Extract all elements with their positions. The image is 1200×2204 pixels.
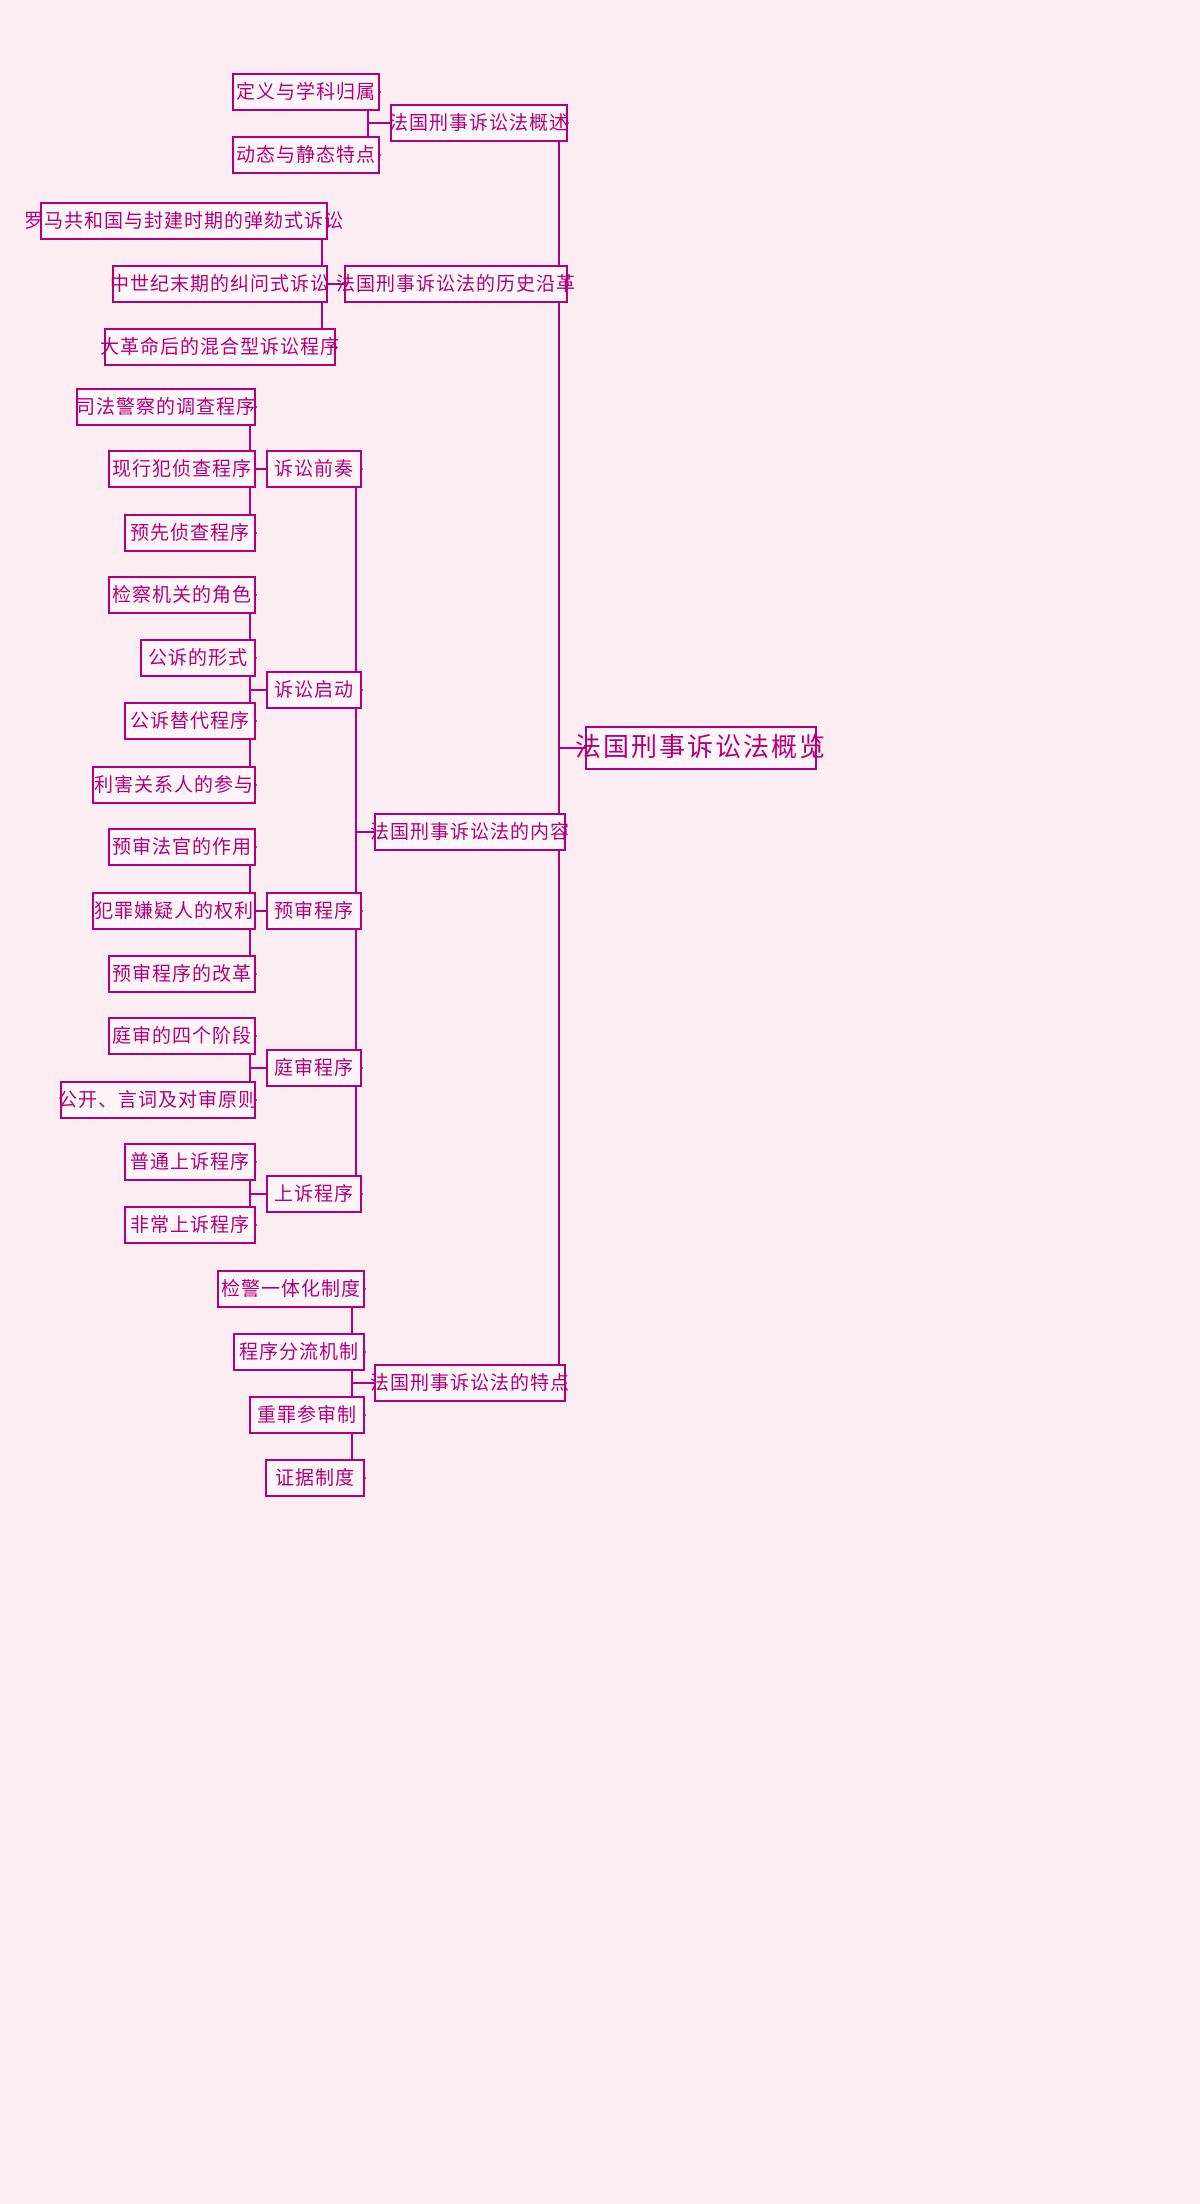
leaf-node-1-2[interactable]: 大革命后的混合型诉讼程序 (100, 328, 339, 366)
leaf-node-3-2[interactable]: 重罪参审制 (249, 1396, 365, 1434)
branch-node-2[interactable]: 法国刑事诉讼法的内容 (370, 813, 569, 851)
leaf-node-1-1[interactable]: 中世纪末期的纠问式诉讼 (110, 265, 329, 303)
subgroup-node-2-0[interactable]: 诉讼前奏 (266, 450, 362, 488)
leaf-node-2-3-0[interactable]: 庭审的四个阶段 (108, 1017, 256, 1055)
leaf-node-0-0[interactable]: 定义与学科归属 (232, 73, 380, 111)
leaf-node-2-4-0[interactable]: 普通上诉程序 (124, 1143, 256, 1181)
leaf-node-1-0[interactable]: 罗马共和国与封建时期的弹劾式诉讼 (24, 202, 343, 240)
subgroup-node-2-1[interactable]: 诉讼启动 (266, 671, 362, 709)
branch-node-0[interactable]: 法国刑事诉讼法概述 (389, 104, 568, 142)
leaf-node-3-3[interactable]: 证据制度 (265, 1459, 365, 1497)
root-node[interactable]: 法国刑事诉讼法概览 (575, 726, 825, 770)
leaf-node-2-0-2[interactable]: 预先侦查程序 (124, 514, 256, 552)
leaf-node-2-4-1[interactable]: 非常上诉程序 (124, 1206, 256, 1244)
leaf-node-2-3-1[interactable]: 公开、言词及对审原则 (58, 1081, 257, 1119)
leaf-node-2-1-2[interactable]: 公诉替代程序 (124, 702, 256, 740)
subgroup-node-2-4[interactable]: 上诉程序 (266, 1175, 362, 1213)
leaf-node-2-1-1[interactable]: 公诉的形式 (140, 639, 256, 677)
subgroup-node-2-2[interactable]: 预审程序 (266, 892, 362, 930)
leaf-node-2-2-1[interactable]: 犯罪嫌疑人的权利 (92, 892, 256, 930)
branch-node-1[interactable]: 法国刑事诉讼法的历史沿革 (336, 265, 575, 303)
leaf-node-2-1-0[interactable]: 检察机关的角色 (108, 576, 256, 614)
leaf-node-2-0-1[interactable]: 现行犯侦查程序 (108, 450, 256, 488)
leaf-node-3-1[interactable]: 程序分流机制 (233, 1333, 365, 1371)
leaf-node-3-0[interactable]: 检警一体化制度 (217, 1270, 365, 1308)
leaf-node-2-2-0[interactable]: 预审法官的作用 (108, 828, 256, 866)
leaf-node-2-2-2[interactable]: 预审程序的改革 (108, 955, 256, 993)
leaf-node-2-0-0[interactable]: 司法警察的调查程序 (76, 388, 256, 426)
leaf-node-2-1-3[interactable]: 利害关系人的参与 (92, 766, 256, 804)
branch-node-3[interactable]: 法国刑事诉讼法的特点 (370, 1364, 569, 1402)
subgroup-node-2-3[interactable]: 庭审程序 (266, 1049, 362, 1087)
leaf-node-0-1[interactable]: 动态与静态特点 (232, 136, 380, 174)
